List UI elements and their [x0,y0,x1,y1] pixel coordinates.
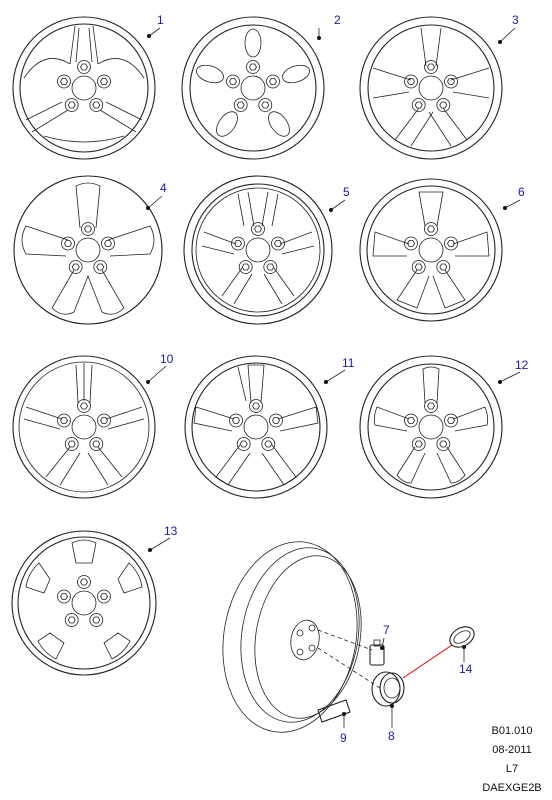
red-leader-line [402,644,453,679]
wheel-assembly-exploded [222,541,381,733]
centre-cap [371,671,405,707]
wheel-3 [359,16,503,160]
reference-block: B01.010 08-2011 L7 DAEXGE2B [480,722,544,798]
reference-model: L7 [505,763,519,775]
callout-13: 13 [164,524,178,538]
wheel-nut [369,639,385,666]
callout-leaders [146,27,521,728]
callout-14: 14 [459,662,473,676]
callout-10: 10 [160,352,174,366]
callout-11: 11 [342,356,355,370]
callout-3: 3 [512,13,519,27]
callout-7: 7 [383,623,390,637]
callout-6: 6 [518,185,525,199]
wheel-12 [359,355,503,499]
balance-weight [317,699,351,723]
reference-date: 08-2011 [492,744,532,756]
badge [449,626,475,648]
callout-1: 1 [157,13,164,27]
wheel-5 [183,175,333,325]
wheel-10 [12,355,156,499]
wheel-11 [184,355,328,499]
callout-8: 8 [388,729,395,743]
reference-image-id: DAEXGE2B [482,782,542,794]
wheel-1 [12,16,156,160]
callout-12: 12 [515,358,529,372]
wheel-13 [11,530,157,676]
wheel-6 [359,178,503,322]
callout-2: 2 [334,13,341,27]
callout-9: 9 [340,731,347,745]
wheel-4 [13,175,163,325]
callout-4: 4 [160,181,167,195]
wheel-2 [181,16,325,160]
callout-5: 5 [343,185,350,199]
reference-code: B01.010 [491,725,533,737]
